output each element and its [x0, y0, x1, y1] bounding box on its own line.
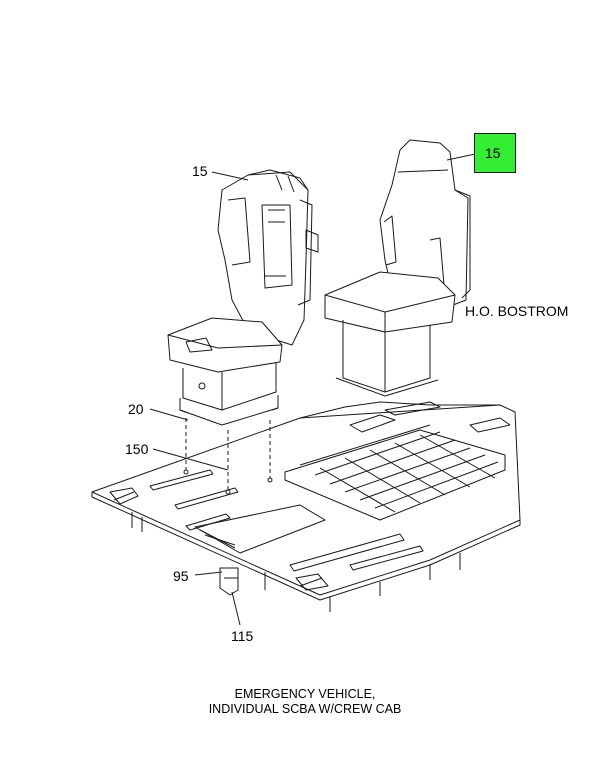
leader-lines	[149, 152, 481, 626]
seat-right	[324, 139, 471, 397]
highlighted-callout: 15	[474, 133, 516, 173]
caption-line-2: INDIVIDUAL SCBA W/CREW CAB	[208, 702, 402, 716]
callout-20: 20	[128, 401, 144, 417]
bolts	[183, 469, 273, 495]
callout-115: 115	[231, 628, 254, 644]
callout-150: 150	[125, 441, 149, 457]
bracket	[219, 567, 239, 596]
seat-left	[167, 169, 319, 426]
bolt-lines	[185, 418, 271, 490]
callout-15-left: 15	[192, 163, 208, 179]
caption-line-1: EMERGENCY VEHICLE,	[234, 687, 376, 701]
brand-label: H.O. BOSTROM	[465, 303, 569, 319]
floor-plate	[91, 401, 521, 612]
callout-15-highlight: 15	[485, 145, 501, 161]
callout-95: 95	[173, 568, 189, 584]
